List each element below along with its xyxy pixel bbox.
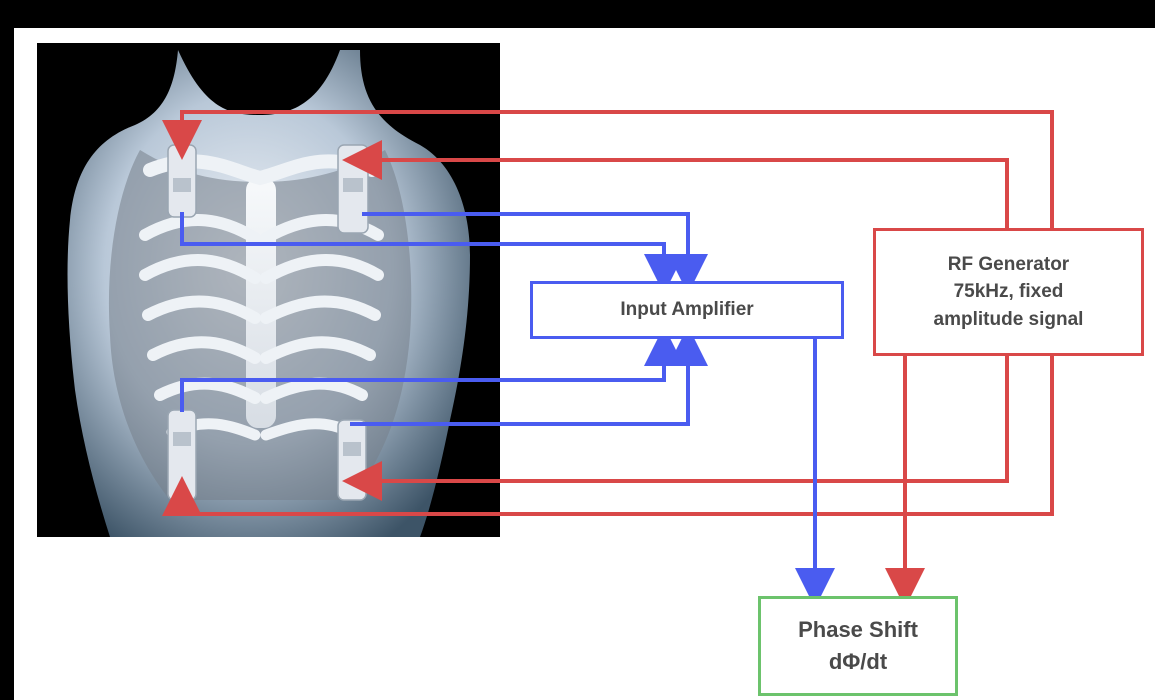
phase-shift-line-1: Phase Shift — [798, 614, 918, 646]
rf-generator-block: RF Generator 75kHz, fixed amplitude sign… — [873, 228, 1144, 356]
lower-right-electrode — [338, 420, 366, 500]
input-amplifier-block: Input Amplifier — [530, 281, 844, 339]
input-amplifier-label: Input Amplifier — [620, 296, 753, 324]
torso-illustration — [37, 43, 500, 537]
phase-shift-block: Phase Shift dΦ/dt — [758, 596, 958, 696]
upper-left-electrode — [168, 145, 196, 217]
rf-generator-line-2: 75kHz, fixed — [954, 278, 1064, 306]
rf-generator-line-3: amplitude signal — [934, 306, 1084, 334]
phase-shift-line-2: dΦ/dt — [829, 646, 887, 678]
rf-generator-line-1: RF Generator — [948, 251, 1069, 279]
lower-left-electrode — [168, 410, 196, 500]
